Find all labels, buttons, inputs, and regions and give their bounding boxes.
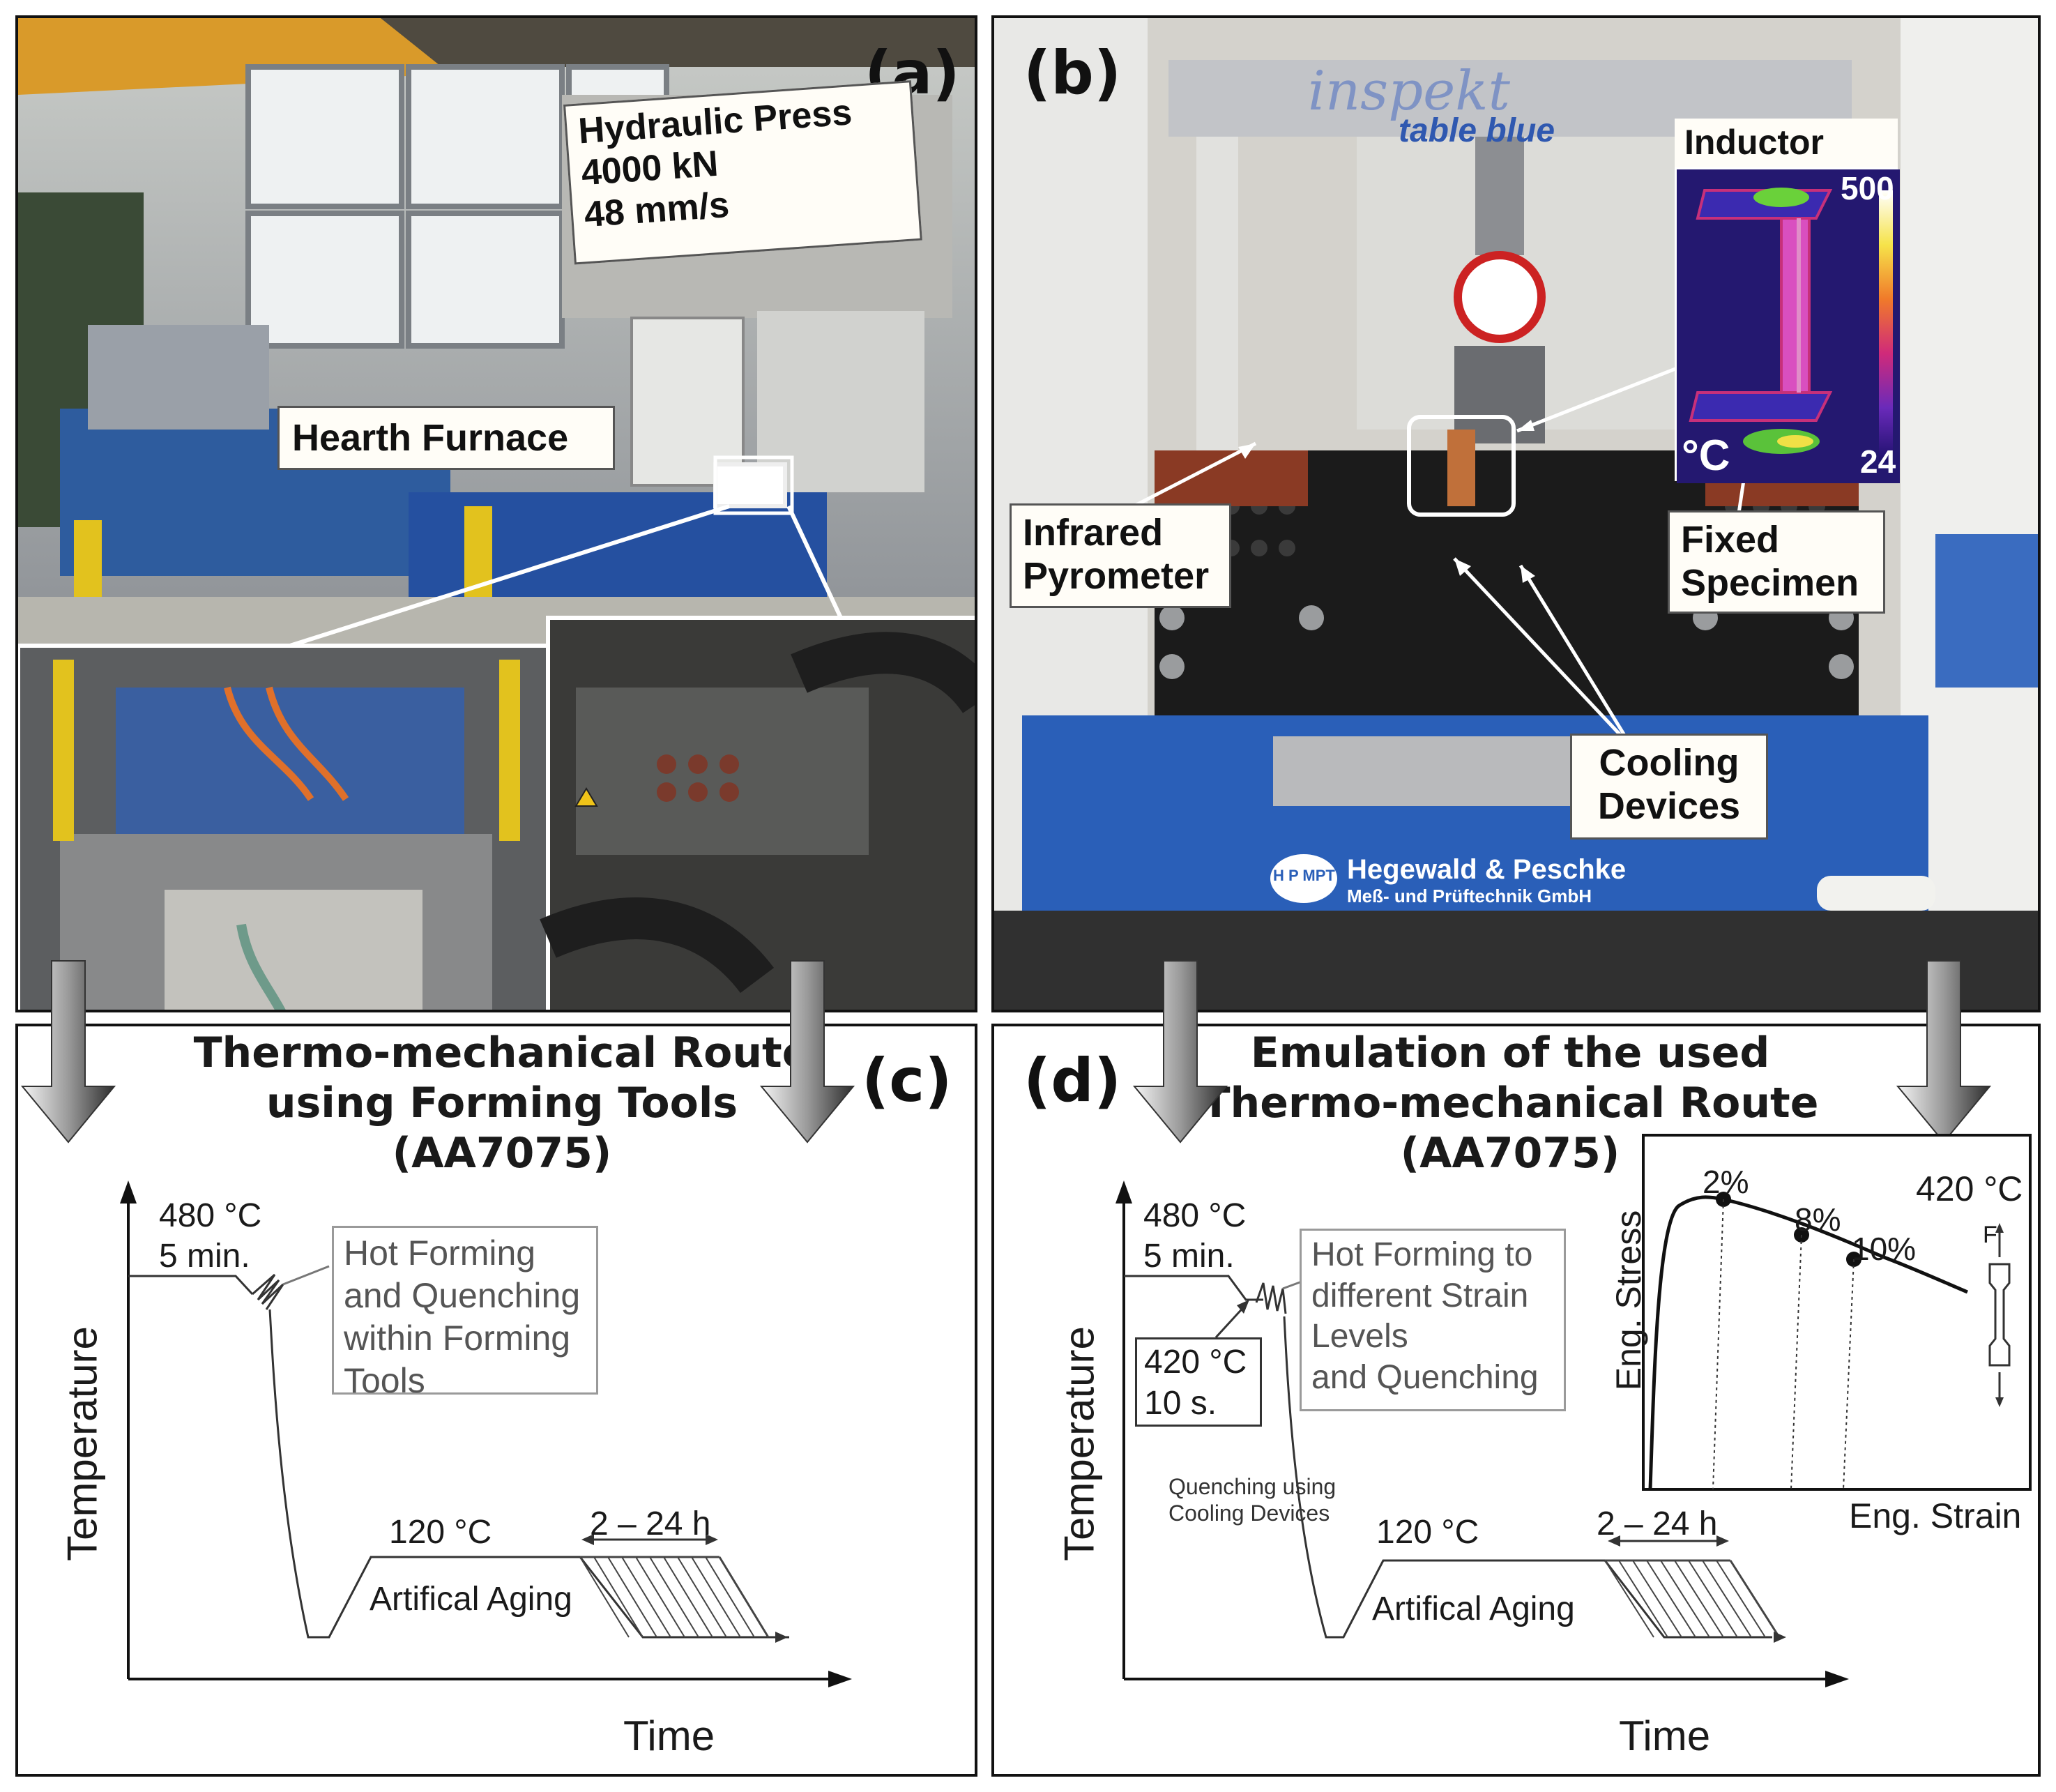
- inset-strain-label-10: 10%: [1852, 1231, 1917, 1267]
- d-xlabel: Time: [1619, 1713, 1711, 1759]
- thermal-color-scale: [1879, 190, 1893, 462]
- temperature-profile: [1124, 1275, 1772, 1639]
- d-temp-hold-line: 5 min.: [1143, 1238, 1235, 1275]
- flow-arrow-right: [1896, 960, 1992, 1144]
- c-xlabel: Time: [623, 1713, 715, 1759]
- d-aging-time: 2 – 24 h: [1597, 1505, 1718, 1542]
- c-temp-hold-line: 5 min.: [159, 1238, 250, 1275]
- panel-b-letter: (b): [1023, 38, 1122, 108]
- c-process-line: within Forming: [344, 1319, 571, 1358]
- cooling-devices-label: Cooling Devices: [1570, 734, 1768, 840]
- x-axis-arrowhead: [828, 1671, 852, 1687]
- c-aging-time: 2 – 24 h: [590, 1505, 711, 1542]
- c-process-line: and Quenching: [344, 1276, 581, 1315]
- manufacturer-name: Hegewald & Peschke: [1347, 854, 1627, 885]
- panel-c-title: Thermo-mechanical Route using Forming To…: [188, 1028, 816, 1178]
- d-process-box: Hot Forming to different Strain Levels a…: [1300, 1229, 1566, 1411]
- thermal-image: [1675, 167, 1900, 483]
- d-forming-temp-line: 10 s.: [1144, 1384, 1217, 1422]
- d-forming-temp-box: 420 °C 10 s.: [1135, 1337, 1262, 1427]
- y-axis-arrowhead: [1115, 1180, 1132, 1203]
- fixed-specimen-label: Fixed Specimen: [1668, 510, 1885, 614]
- forming-wiggle: [252, 1273, 284, 1310]
- process-leader: [282, 1265, 330, 1286]
- c-process-box: Hot Forming and Quenching within Forming…: [332, 1226, 598, 1400]
- panel-d-title-line: Emulation of the used: [1250, 1028, 1770, 1077]
- infrared-pyrometer-label: Infrared Pyrometer: [1010, 503, 1231, 608]
- d-quench-note-line: Cooling Devices: [1168, 1501, 1330, 1526]
- machine-brand: inspekt: [1308, 60, 1510, 123]
- d-aging-label: Artifical Aging: [1372, 1590, 1575, 1627]
- cooling-label-line: Cooling: [1599, 742, 1739, 784]
- panel-d-title-line: (AA7075): [1400, 1129, 1620, 1178]
- thermal-image-art: [1677, 169, 1900, 483]
- panel-c-title-line: using Forming Tools: [266, 1079, 738, 1127]
- inset-strain-label-2: 2%: [1703, 1164, 1749, 1200]
- y-axis-arrowhead: [120, 1180, 137, 1203]
- d-quench-note-line: Quenching using: [1168, 1474, 1337, 1499]
- thermal-unit: °C: [1682, 432, 1730, 480]
- aging-hatch: [579, 1556, 769, 1638]
- x-axis-arrowhead: [1825, 1671, 1849, 1687]
- panel-c-diagram: [15, 1024, 977, 1777]
- panel-c-plot: [20, 960, 855, 1687]
- inset-ylabel: Eng. Stress: [1609, 1210, 1648, 1391]
- d-temp-hold-line: 480 °C: [1143, 1197, 1247, 1234]
- temperature-profile: [128, 1275, 789, 1639]
- manufacturer-logo: H P MPT: [1270, 854, 1337, 903]
- d-process-line: Levels: [1311, 1318, 1408, 1356]
- cooling-label-line: Devices: [1597, 785, 1741, 828]
- panel-d-title: Emulation of the used Thermo-mechanical …: [1196, 1028, 1824, 1178]
- d-aging-temp: 120 °C: [1376, 1514, 1479, 1551]
- flow-arrow-left: [20, 960, 116, 1144]
- panel-d-letter: (d): [1023, 1046, 1122, 1116]
- forming-wiggle: [1255, 1282, 1287, 1314]
- flow-arrow-right: [759, 960, 855, 1144]
- inductor-label: Inductor: [1675, 119, 1898, 172]
- specimen-label-line: Fixed: [1681, 519, 1780, 561]
- d-ylabel: Temperature: [1056, 1326, 1103, 1561]
- pyrometer-label-line: Infrared: [1023, 512, 1164, 554]
- inset-temp: 420 °C: [1916, 1169, 2023, 1208]
- specimen-label-line: Specimen: [1681, 562, 1859, 605]
- thermal-scale-max: 500: [1841, 170, 1894, 206]
- panel-c-title-line: Thermo-mechanical Route: [193, 1028, 811, 1077]
- d-forming-temp-line: 420 °C: [1144, 1344, 1247, 1381]
- thermal-scale-min: 24: [1860, 443, 1896, 480]
- aging-hatch: [1604, 1560, 1780, 1638]
- tensile-specimen-icon: [1988, 1263, 2011, 1367]
- manufacturer-subtitle: Meß- und Prüftechnik GmbH: [1347, 886, 1592, 906]
- d-process-line: different Strain: [1311, 1277, 1529, 1314]
- c-aging-label: Artifical Aging: [370, 1581, 572, 1618]
- hydraulic-press-label: Hydraulic Press 4000 kN 48 mm/s: [563, 80, 922, 265]
- inset-strain-label-8: 8%: [1795, 1201, 1841, 1238]
- c-process-line: Hot Forming: [344, 1233, 536, 1273]
- inset-xlabel: Eng. Strain: [1849, 1496, 2022, 1535]
- inset-force-label: F: [1983, 1222, 1997, 1248]
- machine-model: table blue: [1399, 112, 1555, 149]
- panel-c-title-line: (AA7075): [392, 1129, 612, 1178]
- d-process-line: and Quenching: [1311, 1358, 1539, 1396]
- c-process-line: Tools: [344, 1361, 425, 1400]
- hall-photo-art: [18, 18, 975, 1010]
- flow-arrow-left: [1132, 960, 1228, 1144]
- panel-c-letter: (c): [862, 1046, 952, 1116]
- c-ylabel: Temperature: [59, 1326, 106, 1561]
- hearth-furnace-label: Hearth Furnace: [277, 406, 615, 470]
- c-aging-temp: 120 °C: [389, 1514, 492, 1551]
- process-leader: [1282, 1280, 1302, 1290]
- d-process-line: Hot Forming to: [1311, 1236, 1533, 1273]
- panel-d-plot: [1115, 960, 2032, 1687]
- stress-strain-inset: [1642, 1134, 2032, 1491]
- panel-d-title-line: Thermo-mechanical Route: [1201, 1079, 1819, 1127]
- pyrometer-label-line: Pyrometer: [1023, 555, 1210, 598]
- c-temp-hold-line: 480 °C: [159, 1197, 262, 1234]
- manufacturer-logo-text: H P MPT: [1273, 867, 1335, 884]
